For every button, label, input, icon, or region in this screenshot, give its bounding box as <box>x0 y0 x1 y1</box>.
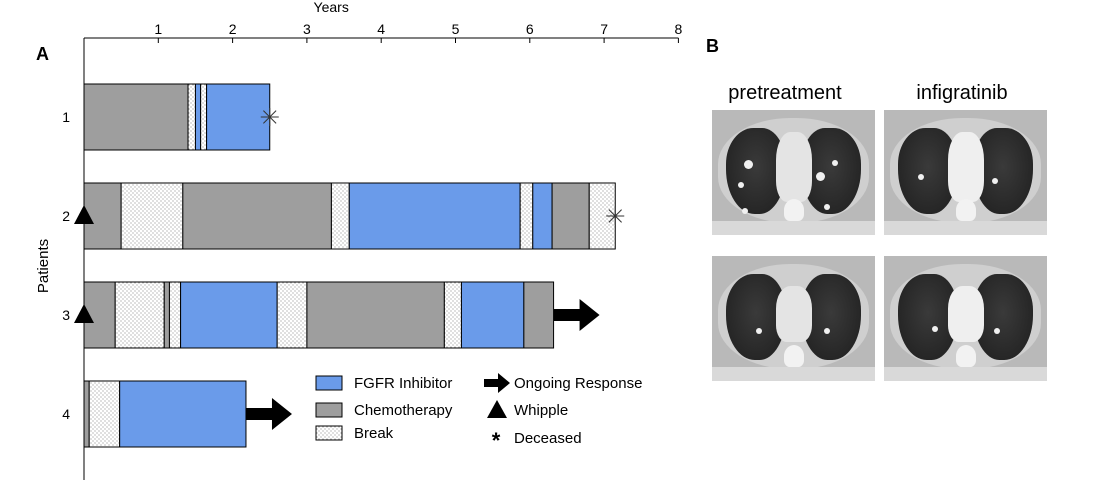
panel-a-label: A <box>36 44 49 64</box>
segment-chemo <box>523 281 555 349</box>
segment-fgfr <box>194 83 202 151</box>
ongoing-legend-arrow <box>484 373 510 393</box>
segment-break <box>276 281 308 349</box>
ct-scan-pretreatment-upper <box>712 110 875 235</box>
x-tick-label: 8 <box>675 21 683 37</box>
x-tick-label: 4 <box>377 21 385 37</box>
deceased-legend-label: Deceased <box>514 430 582 447</box>
segment-fgfr <box>206 83 271 151</box>
whipple-marker <box>74 205 94 224</box>
segment-break <box>114 281 165 349</box>
x-tick-label: 7 <box>600 21 608 37</box>
fgfr-legend-swatch <box>315 375 343 391</box>
x-tick-label: 5 <box>452 21 460 37</box>
x-axis-title: Years <box>314 0 349 15</box>
chemo-legend-swatch <box>315 402 343 418</box>
break-legend-label: Break <box>354 425 394 442</box>
x-tick-label: 1 <box>154 21 162 37</box>
x-tick-label: 2 <box>229 21 237 37</box>
y-axis-title: Patients <box>35 239 52 293</box>
segment-chemo <box>163 281 170 349</box>
segment-break <box>200 83 208 151</box>
x-tick-label: 3 <box>303 21 311 37</box>
patient-label: 1 <box>62 109 70 125</box>
segment-fgfr <box>119 380 247 448</box>
whipple-legend-triangle <box>487 400 507 418</box>
x-tick-label: 6 <box>526 21 534 37</box>
segment-fgfr <box>460 281 525 349</box>
pretreatment-label: pretreatment <box>728 82 842 104</box>
deceased-marker <box>260 108 279 126</box>
segment-chemo <box>83 380 90 448</box>
segment-break <box>168 281 182 349</box>
segment-chemo <box>551 182 590 250</box>
fgfr-legend-label: FGFR Inhibitor <box>354 375 452 392</box>
segment-fgfr <box>532 182 553 250</box>
segment-fgfr <box>348 182 521 250</box>
asterisk-legend-symbol: * <box>492 428 501 453</box>
segment-break <box>330 182 350 250</box>
segment-break <box>120 182 184 250</box>
segment-break <box>88 380 121 448</box>
segment-break <box>443 281 462 349</box>
ongoing-legend-label: Ongoing Response <box>514 375 642 392</box>
chemo-legend-label: Chemotherapy <box>354 402 453 419</box>
deceased-marker <box>606 207 625 225</box>
whipple-marker <box>74 304 94 323</box>
ct-scan-infigratinib-upper <box>884 110 1047 235</box>
patient-label: 4 <box>62 406 70 422</box>
segment-break <box>519 182 534 250</box>
patient-label: 2 <box>62 208 70 224</box>
infigratinib-label: infigratinib <box>916 82 1008 104</box>
ct-scan-pretreatment-lower <box>712 256 875 381</box>
ct-scan-infigratinib-lower <box>884 256 1047 381</box>
break-legend-swatch <box>315 425 343 441</box>
patient-label: 3 <box>62 307 70 323</box>
panel-b-label: B <box>706 36 719 56</box>
whipple-legend-label: Whipple <box>514 402 568 419</box>
segment-fgfr <box>180 281 278 349</box>
ongoing-arrow <box>553 299 600 331</box>
segment-chemo <box>83 83 189 151</box>
segment-break <box>187 83 196 151</box>
segment-chemo <box>306 281 445 349</box>
segment-chemo <box>182 182 332 250</box>
ongoing-arrow <box>245 398 292 430</box>
